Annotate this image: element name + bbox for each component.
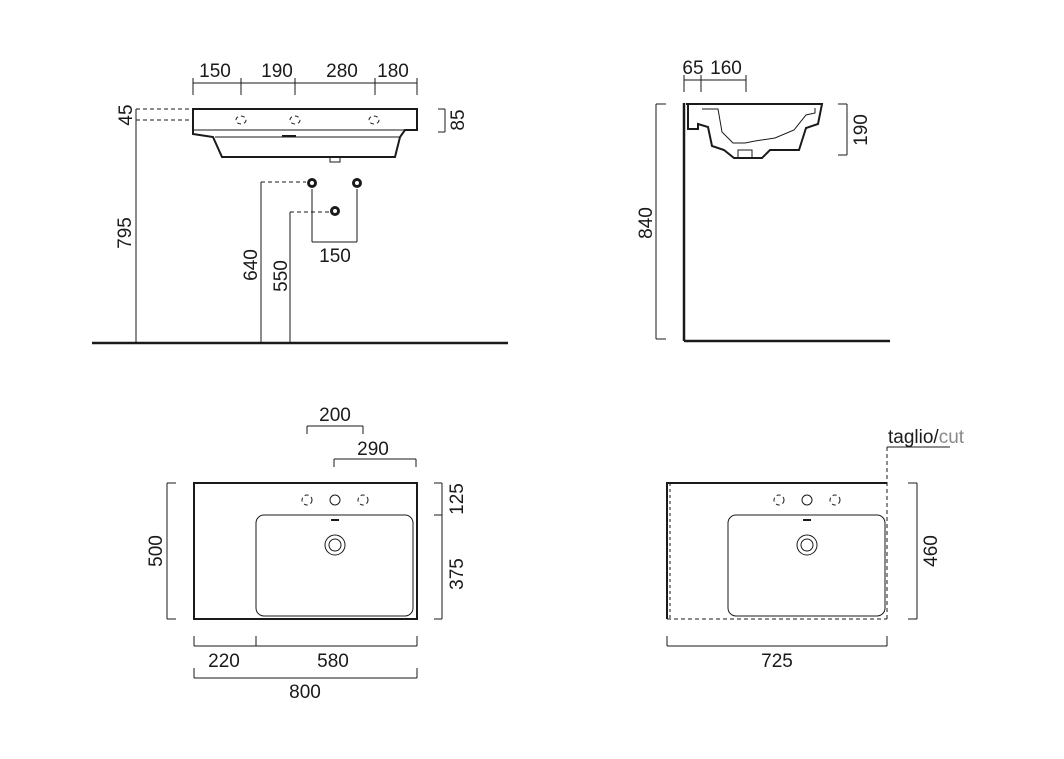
dim-500: 500	[146, 535, 167, 567]
dim-160: 160	[710, 58, 742, 79]
cut-label: taglio/cut	[888, 427, 965, 448]
dim-190: 190	[851, 114, 872, 146]
cut-view: taglio/cut 460 725	[666, 427, 965, 672]
dim-800: 800	[289, 682, 321, 703]
dim-150-top: 150	[199, 61, 231, 82]
dim-580: 580	[317, 651, 349, 672]
dim-45: 45	[116, 104, 137, 125]
cut-label-cut: cut	[939, 427, 965, 448]
dim-550: 550	[271, 260, 292, 292]
dim-190-top: 190	[261, 61, 293, 82]
dim-795: 795	[115, 217, 136, 249]
dim-375: 375	[447, 558, 468, 590]
dim-180-top: 180	[377, 61, 409, 82]
dim-840: 840	[636, 207, 657, 239]
dim-200: 200	[319, 405, 351, 426]
dim-725: 725	[761, 651, 793, 672]
side-view: 65 160 190 840	[636, 58, 890, 343]
dim-460: 460	[921, 535, 942, 567]
dim-220: 220	[208, 651, 240, 672]
front-view: 150 190 280 180 45 85 795	[92, 61, 508, 345]
dim-150-spacing: 150	[319, 246, 351, 267]
dim-85: 85	[448, 109, 469, 130]
dim-65: 65	[682, 58, 703, 79]
dim-290: 290	[357, 439, 389, 460]
cut-label-taglio: taglio/	[888, 427, 939, 448]
top-view: 200 290 500 125 375 220 58	[146, 405, 468, 703]
dim-640: 640	[241, 249, 262, 281]
dim-280-top: 280	[326, 61, 358, 82]
dim-125: 125	[447, 483, 468, 515]
